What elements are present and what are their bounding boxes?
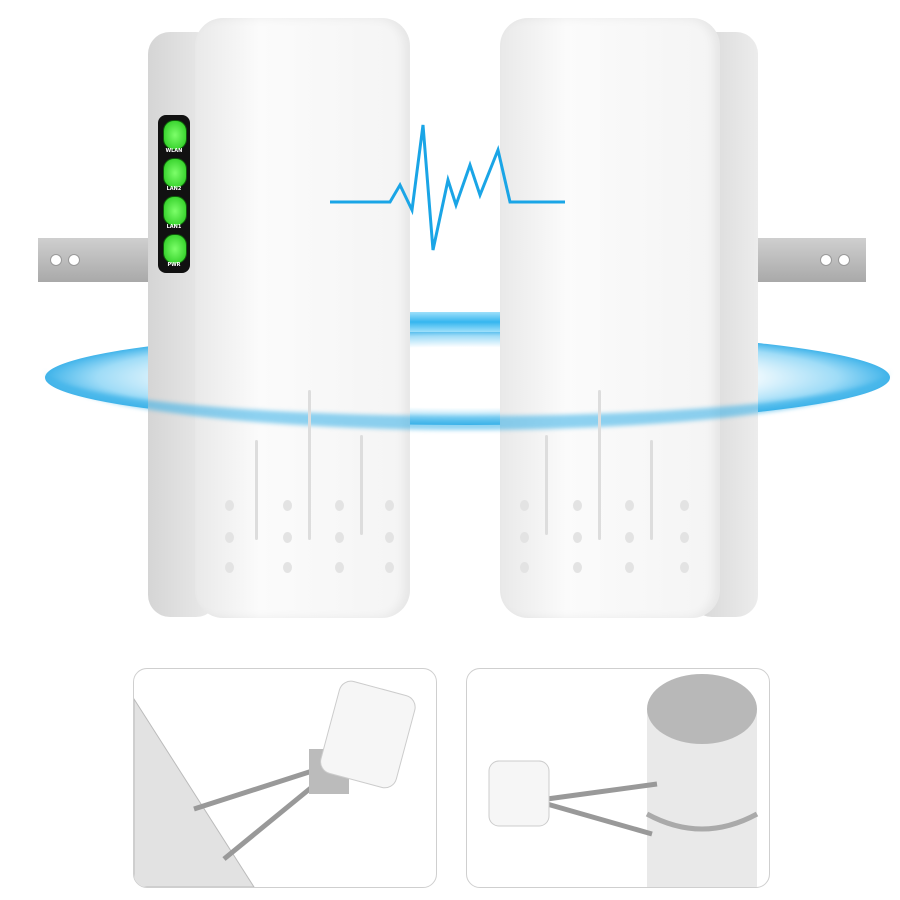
vent-hole [385, 532, 394, 543]
vent-hole [385, 500, 394, 511]
vent-hole [335, 500, 344, 511]
vent-hole [680, 532, 689, 543]
vent-hole [520, 532, 529, 543]
pole-mount-example [466, 668, 770, 888]
vent-hole [225, 562, 234, 573]
vent-slot [650, 440, 653, 540]
vent-slot [545, 435, 548, 535]
vent-hole [625, 532, 634, 543]
led-lan1-icon [163, 196, 187, 226]
vent-slot [308, 390, 311, 540]
led-label-lan2: LAN2 [166, 186, 182, 192]
vent-slot [255, 440, 258, 540]
led-label-wlan: WLAN [165, 148, 183, 154]
vent-hole [573, 532, 582, 543]
vent-hole [225, 532, 234, 543]
vent-hole [283, 532, 292, 543]
led-lan2-icon [163, 158, 187, 188]
right-mounting-bracket [758, 238, 866, 282]
vent-hole [520, 500, 529, 511]
right-cpe-unit [500, 18, 720, 618]
vent-hole [520, 562, 529, 573]
vent-hole [625, 500, 634, 511]
wall-mount-illustration [134, 680, 416, 887]
heartbeat-pulse-icon [330, 124, 565, 251]
pole-mount-illustration [488, 674, 759, 887]
vent-hole [573, 500, 582, 511]
vent-hole [680, 562, 689, 573]
vent-hole [385, 562, 394, 573]
beam-bar [410, 312, 500, 332]
vent-hole [283, 500, 292, 511]
vent-hole [225, 500, 234, 511]
led-wlan-icon [163, 120, 187, 150]
left-mounting-bracket [38, 238, 148, 282]
vent-hole [335, 562, 344, 573]
left-cpe-unit [195, 18, 410, 618]
vent-hole [573, 562, 582, 573]
vent-hole [283, 562, 292, 573]
led-pwr-icon [163, 234, 187, 264]
vent-slot [598, 390, 601, 540]
vent-hole [625, 562, 634, 573]
vent-hole [335, 532, 344, 543]
wall-mount-example [133, 668, 437, 888]
vent-slot [360, 435, 363, 535]
vent-hole [680, 500, 689, 511]
led-label-lan1: LAN1 [166, 224, 182, 230]
led-label-pwr: PWR [167, 262, 181, 268]
